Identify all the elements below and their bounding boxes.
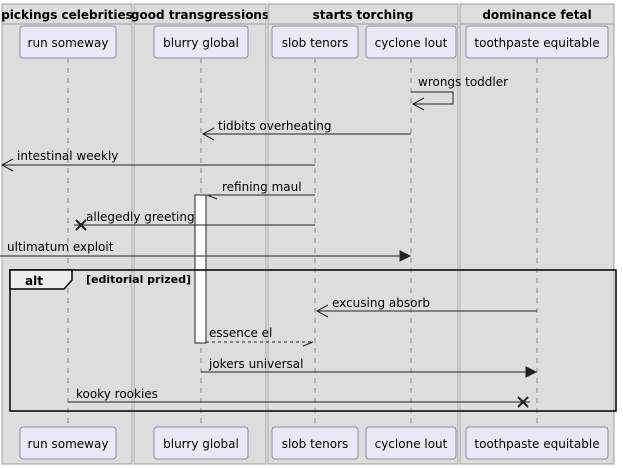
message-label: wrongs toddler: [418, 75, 508, 89]
message-essence-el[interactable]: essence el: [206, 326, 314, 347]
message-ultimatum-exploit[interactable]: ultimatum exploit: [0, 240, 412, 262]
fragment-condition: [editorial prized]: [86, 273, 191, 286]
destroy-marker: [75, 219, 87, 231]
destroy-marker: [517, 396, 529, 408]
box-title: good transgressions: [131, 8, 269, 22]
box-title: dominance fetal: [482, 8, 591, 22]
message-label: allegedly greeting: [86, 210, 195, 224]
message-label: jokers universal: [208, 357, 303, 371]
message-label: refining maul: [222, 180, 302, 194]
participant-slob-tenors[interactable]: slob tenors: [271, 25, 359, 59]
participant-run-someway-footer[interactable]: run someway: [19, 426, 117, 460]
participant-label: blurry global: [163, 36, 239, 50]
participant-label: slob tenors: [282, 36, 349, 50]
message-kooky-rookies[interactable]: kooky rookies: [68, 387, 530, 408]
participant-label: run someway: [28, 437, 109, 451]
message-label: excusing absorb: [332, 296, 430, 310]
box-title: starts torching: [313, 8, 414, 22]
box-title: pickings celebrities: [1, 8, 133, 22]
participant-label: slob tenors: [282, 437, 349, 451]
participant-label: toothpaste equitable: [474, 437, 599, 451]
message-refining-maul[interactable]: refining maul: [206, 180, 315, 200]
participant-run-someway[interactable]: run someway: [19, 25, 117, 59]
participant-cyclone-lout[interactable]: cyclone lout: [365, 25, 457, 59]
participant-cyclone-lout-footer[interactable]: cyclone lout: [365, 426, 457, 460]
message-wrongs-toddler[interactable]: wrongs toddler: [411, 75, 508, 111]
alt-fragment: alt [editorial prized]: [9, 269, 617, 412]
participant-label: run someway: [28, 36, 109, 50]
participant-blurry-global-footer[interactable]: blurry global: [153, 426, 249, 460]
activation-bar: [194, 194, 207, 344]
participant-toothpaste-equitable-footer[interactable]: toothpaste equitable: [465, 426, 609, 460]
message-excusing-absorb[interactable]: excusing absorb: [315, 296, 537, 318]
participant-label: cyclone lout: [375, 437, 448, 451]
message-allegedly-greeting[interactable]: allegedly greeting: [74, 210, 315, 231]
participant-toothpaste-equitable[interactable]: toothpaste equitable: [465, 25, 609, 59]
participant-blurry-global[interactable]: blurry global: [153, 25, 249, 59]
participant-label: toothpaste equitable: [474, 36, 599, 50]
message-tidbits-overheating[interactable]: tidbits overheating: [201, 119, 411, 141]
participant-label: blurry global: [163, 437, 239, 451]
message-label: essence el: [209, 326, 272, 340]
participant-slob-tenors-footer[interactable]: slob tenors: [271, 426, 359, 460]
fragment-keyword: alt: [25, 274, 43, 288]
message-label: tidbits overheating: [218, 119, 332, 133]
message-label: ultimatum exploit: [7, 240, 114, 254]
box-starts-torching: starts torching: [267, 3, 459, 465]
box-pickings-celebrities: pickings celebrities: [1, 3, 133, 465]
message-jokers-universal[interactable]: jokers universal: [201, 357, 538, 378]
message-intestinal-weekly[interactable]: intestinal weekly: [0, 149, 315, 172]
participant-label: cyclone lout: [375, 36, 448, 50]
message-label: kooky rookies: [76, 387, 158, 401]
message-label: intestinal weekly: [17, 149, 118, 163]
